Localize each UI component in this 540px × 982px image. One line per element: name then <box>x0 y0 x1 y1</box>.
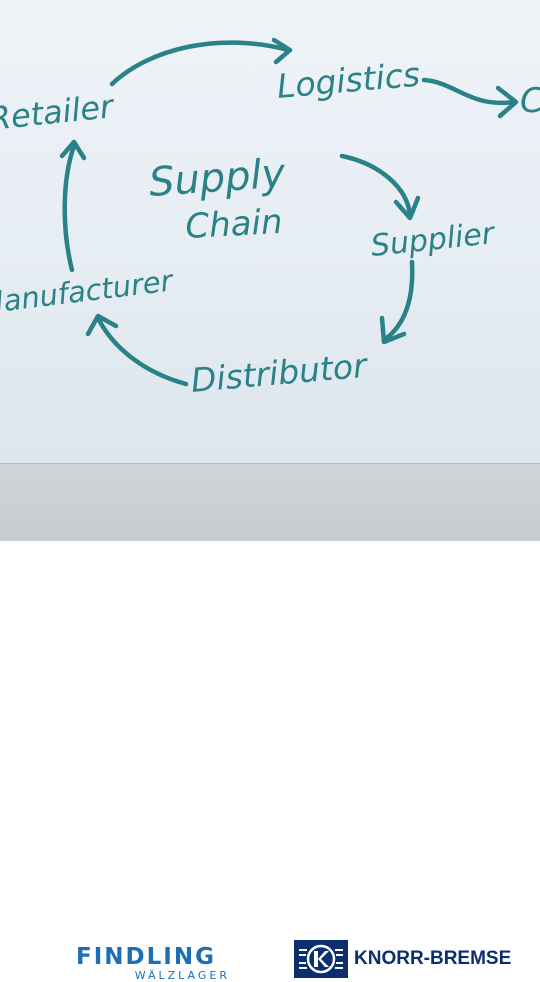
arrow-logistics-to-customer <box>421 77 517 106</box>
arrowhead-distributor <box>379 315 407 345</box>
node-distributor: Distributor <box>189 346 370 400</box>
findling-subtitle: WÄLZLAGER <box>134 969 230 982</box>
arrowhead-manufacturer <box>85 313 119 337</box>
findling-name: FINDLING <box>76 944 216 970</box>
arrow-to-supplier <box>339 153 413 219</box>
arrow-manufacturer-to-retailer <box>62 143 77 273</box>
center-label-supply: Supply <box>147 150 288 205</box>
arrow-retailer-to-logistics <box>109 40 291 87</box>
arrowhead-retailer <box>59 139 87 161</box>
arrowhead-supplier <box>393 195 421 221</box>
knorr-bremse-k-icon <box>294 940 348 978</box>
node-offscreen: C <box>520 81 540 121</box>
arrow-distributor-to-manufacturer <box>95 315 189 387</box>
arrowhead-logistics <box>271 37 293 65</box>
supply-chain-diagram: Supply Chain Logistics Retailer Supplier… <box>0 37 540 400</box>
findling-logo: FINDLING WÄLZLAGER <box>60 944 232 982</box>
center-label-chain: Chain <box>184 202 283 247</box>
node-manufacturer: Manufacturer <box>0 263 176 321</box>
node-supplier: Supplier <box>369 216 497 264</box>
sponsor-footer: FINDLING WÄLZLAGER KNORR-BREMSE <box>0 463 540 982</box>
knorr-bremse-name: KNORR-BREMSE <box>354 948 512 969</box>
node-retailer: Retailer <box>0 87 117 138</box>
node-logistics: Logistics <box>275 55 421 106</box>
arrowhead-customer <box>495 85 519 119</box>
whiteboard: Supply Chain Logistics Retailer Supplier… <box>0 0 540 463</box>
arrow-supplier-to-distributor <box>381 259 415 343</box>
